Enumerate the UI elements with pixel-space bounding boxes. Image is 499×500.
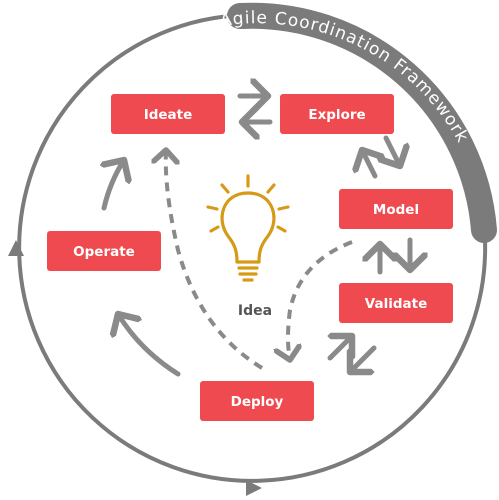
node-model-label: Model <box>373 202 419 218</box>
node-deploy-box[interactable] <box>200 381 314 421</box>
ring-arrowhead-bottom <box>246 480 262 496</box>
title-band <box>227 2 497 243</box>
node-explore-label: Explore <box>308 107 365 123</box>
arrow-model-to-explore <box>362 150 375 179</box>
arrow-explore-to-model <box>386 135 400 166</box>
node-model[interactable]: Model <box>339 189 453 229</box>
node-operate-label: Operate <box>73 244 135 260</box>
node-operate[interactable]: Operate <box>47 231 161 271</box>
node-explore-box[interactable] <box>280 94 394 134</box>
arrow-validate-to-deploy <box>350 345 377 372</box>
dashed-arrow-deploy-to-ideate <box>166 150 264 370</box>
arrow-deploy-to-operate <box>118 314 181 377</box>
dashed-arrow-model-to-deploy <box>288 240 353 360</box>
node-explore[interactable]: Explore <box>280 94 394 134</box>
node-validate-label: Validate <box>365 296 427 312</box>
node-validate-box[interactable] <box>339 283 453 323</box>
dashed-arrows <box>166 150 353 370</box>
ring-arrowhead-left <box>8 240 24 256</box>
node-deploy-label: Deploy <box>231 394 284 410</box>
node-ideate[interactable]: Ideate <box>111 94 225 134</box>
arrow-deploy-to-validate <box>330 336 352 358</box>
node-operate-box[interactable] <box>47 231 161 271</box>
node-deploy[interactable]: Deploy <box>200 381 314 421</box>
lightbulb-icon <box>206 174 290 282</box>
node-model-box[interactable] <box>339 189 453 229</box>
center-label: Idea <box>238 303 272 319</box>
node-ideate-label: Ideate <box>144 107 193 123</box>
flow-arrows <box>104 96 410 377</box>
arrow-operate-to-ideate <box>104 160 124 211</box>
node-validate[interactable]: Validate <box>339 283 453 323</box>
node-ideate-box[interactable] <box>111 94 225 134</box>
